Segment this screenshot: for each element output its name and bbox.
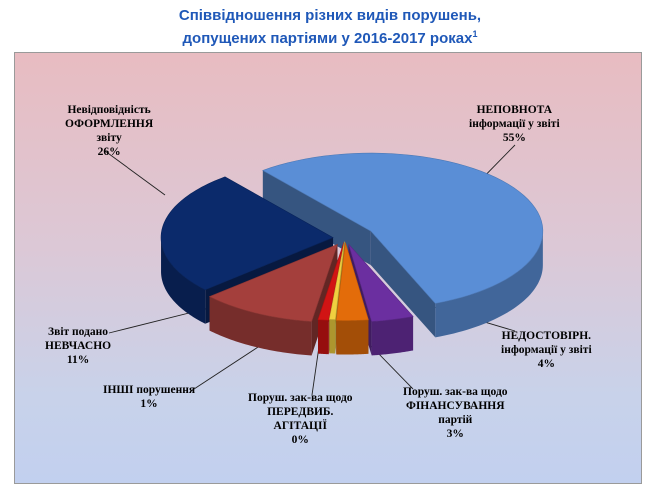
slice-label-2-line-3: 3% [446,428,464,440]
slice-label-0-line-2: 55% [502,132,526,144]
pie-slice-1-top [348,243,414,322]
leader-line-6 [104,150,166,196]
pie-slice-0-rim-0 [435,231,543,338]
slice-label-4-line-1: 1% [140,398,158,410]
pie-slice-0-top [262,152,544,304]
slice-label-6-line-3: 26% [97,146,121,158]
slice-label-5-line-1: НЕВЧАСНО [45,340,112,352]
slice-label-3-line-3: 0% [291,434,309,446]
pie-slice-0 [262,152,544,338]
slice-label-1-line-1: інформації у звіті [501,344,592,356]
pie-slice-3-top [328,241,345,320]
chart-title-line2-wrap: допущених партіями у 2016-2017 роках1 [0,25,660,48]
slice-label-5: Звіт подано НЕВЧАСНО 11% [45,325,111,367]
pie-slice-0-wall-1 [370,231,436,338]
slice-label-4: ІНШІ порушення 1% [103,383,195,411]
slice-label-6-line-0: Невідповідність [67,104,151,116]
pie-slice-0-wall-0 [262,170,371,266]
slice-label-0-line-0: НЕПОВНОТА [476,104,553,116]
pie-slice-3-rim-0 [329,319,336,354]
slice-label-2: Поруш. зак-ва щодо ФІНАНСУВАННЯ партій 3… [403,385,508,441]
footnote-marker: 1 [472,29,478,39]
slice-label-3-line-1: ПЕРЕДВИБ. [267,406,334,418]
slice-label-4-line-0: ІНШІ порушення [103,384,196,396]
slice-label-6-line-2: звіту [96,132,122,144]
pie-slice-5-rim-0 [209,296,312,356]
pie-slice-6-top [160,176,334,291]
pie-slice-5-top [208,243,338,322]
slice-label-5-line-0: Звіт подано [48,326,109,338]
slice-label-3-line-2: АГІТАЦІЇ [273,420,327,432]
pie-slice-2-top [335,242,369,321]
slice-label-0: НЕПОВНОТА інформації у звіті 55% [469,103,560,145]
slice-label-3-line-0: Поруш. зак-ва щодо [248,392,353,404]
slice-label-2-line-1: ФІНАНСУВАННЯ [405,400,505,412]
chart-area: НЕПОВНОТА інформації у звіті 55% НЕДОСТО… [14,52,642,484]
slice-label-2-line-0: Поруш. зак-ва щодо [403,386,508,398]
pie-slice-4-top [317,242,345,321]
pie-slice-2 [335,242,369,355]
slice-label-5-line-2: 11% [66,354,90,366]
pie-slice-6-rim-0 [161,237,206,324]
slice-label-1-line-2: 4% [537,358,555,370]
slice-label-6-line-1: ОФОРМЛЕННЯ [65,118,154,130]
pie-slice-2-rim-0 [336,319,369,355]
pie-slice-1-rim-0 [371,316,414,356]
slice-label-1: НЕДОСТОВІРН. інформації у звіті 4% [501,329,592,371]
pie-slice-4-rim-0 [318,319,329,355]
slice-label-0-line-1: інформації у звіті [469,118,560,130]
slice-label-1-line-0: НЕДОСТОВІРН. [501,330,592,342]
pie-chart [104,144,544,396]
slice-label-6: Невідповідність ОФОРМЛЕННЯ звіту 26% [65,103,153,159]
slice-label-2-line-2: партій [438,414,473,426]
slice-label-3: Поруш. зак-ва щодо ПЕРЕДВИБ. АГІТАЦІЇ 0% [248,391,353,447]
chart-title-line1: Співвідношення різних видів порушень, [178,7,482,24]
chart-title-line2: допущених партіями у 2016-2017 роках [182,30,473,47]
chart-title: Співвідношення різних видів порушень, до… [0,6,660,48]
